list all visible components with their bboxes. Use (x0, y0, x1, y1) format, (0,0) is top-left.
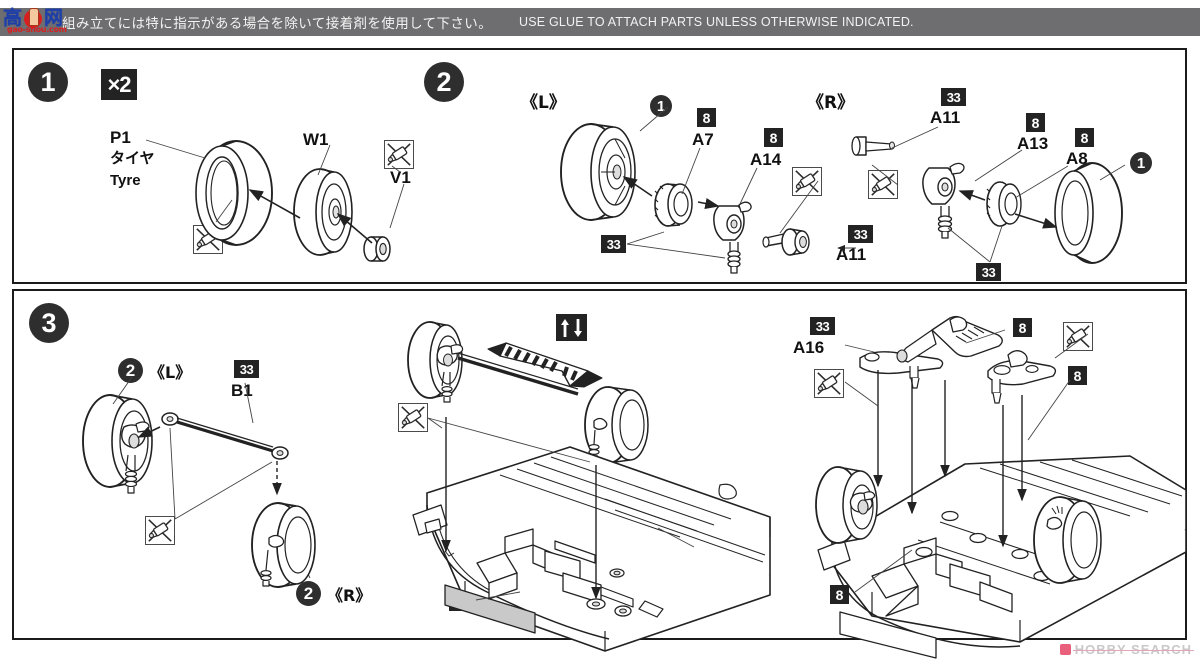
site-logo[interactable]: 高 网 gao-shou.com (3, 1, 69, 35)
part-label-a1: A1 (692, 554, 714, 573)
part-label-a14: A14 (750, 150, 782, 169)
paint-badge-a14: 8 (764, 128, 783, 147)
step-number-3: 3 (29, 303, 69, 343)
marker-33-left: 33 (601, 235, 626, 253)
marker-33-a11-lower: 33 (848, 225, 873, 243)
paint-badge-a8: 8 (1075, 128, 1094, 147)
instruction-header-bar: 組み立てには特に指示がある場合を除いて接着剤を使用して下さい。 USE GLUE… (0, 8, 1200, 36)
paint-badge-right: 8 (1068, 366, 1087, 385)
watermark-logo-icon (1059, 644, 1071, 655)
paint-badge-a13: 8 (1026, 113, 1045, 132)
no-glue-icon (145, 516, 175, 545)
part-label-p1-japanese: タイヤ (110, 149, 155, 167)
part-label-a11-lower: A11 (836, 245, 867, 264)
side-marker-left: 《L》 (521, 93, 566, 113)
part-label-a7: A7 (692, 130, 714, 149)
step-ref-1-left: 1 (650, 95, 672, 117)
part-label-a8: A8 (1066, 149, 1088, 168)
step-ref-2-right: 2 (296, 581, 321, 606)
logo-char-2: 网 (44, 6, 64, 29)
no-glue-icon (384, 140, 414, 169)
watermark-text: HOBBY SEARCH (1072, 642, 1195, 657)
part-label-v1: V1 (390, 168, 411, 187)
marker-33-chassis: 33 (449, 593, 474, 611)
no-glue-icon (868, 170, 898, 199)
no-glue-icon (193, 225, 223, 254)
step-ref-2-left: 2 (118, 358, 143, 383)
logo-char-1: 高 (3, 6, 23, 29)
part-label-a1-japanese: シャーシ (692, 575, 752, 593)
no-glue-icon (1063, 322, 1093, 351)
marker-33-a16: 33 (810, 317, 835, 335)
header-instruction-japanese: 組み立てには特に指示がある場合を除いて接着剤を使用して下さい。 (62, 16, 493, 32)
part-label-a11-upper: A11 (930, 108, 961, 127)
no-glue-icon (814, 369, 844, 398)
no-glue-icon (398, 403, 428, 432)
part-label-b1: B1 (231, 381, 253, 400)
part-label-a16: A16 (793, 338, 825, 357)
side-marker-right-step3: 《R》 (327, 586, 372, 605)
header-instruction-english: USE GLUE TO ATTACH PARTS UNLESS OTHERWIS… (519, 15, 914, 29)
step-ref-1-right: 1 (1130, 152, 1152, 174)
logo-url: gao-shou.com (7, 25, 67, 34)
hobby-search-watermark: HOBBY SEARCH (1059, 642, 1195, 657)
marker-33-a11-upper: 33 (941, 88, 966, 106)
part-label-p1: P1 (110, 128, 131, 147)
step-number-1: 1 (28, 62, 68, 102)
part-label-a13: A13 (1017, 134, 1049, 153)
thumbs-up-icon (23, 7, 43, 29)
paint-badge-a1: 4 (698, 533, 717, 552)
paint-badge-a7: 8 (697, 108, 716, 127)
part-label-w1: W1 (303, 130, 329, 149)
marker-33-right: 33 (976, 263, 1001, 281)
side-marker-right: 《R》 (807, 93, 855, 113)
side-marker-left-step3: 《L》 (149, 363, 192, 382)
no-glue-icon (792, 167, 822, 196)
part-label-p1-english: Tyre (110, 172, 141, 189)
step-number-2: 2 (424, 62, 464, 102)
panel-steps-1-and-2 (12, 48, 1187, 284)
paint-badge-top-right: 8 (1013, 318, 1032, 337)
paint-badge-bottom: 8 (830, 585, 849, 604)
panel-step-3 (12, 289, 1187, 640)
quantity-badge-x2: ×2 (101, 69, 137, 100)
updown-arrows-icon (556, 314, 587, 341)
marker-33-b1: 33 (234, 360, 259, 378)
